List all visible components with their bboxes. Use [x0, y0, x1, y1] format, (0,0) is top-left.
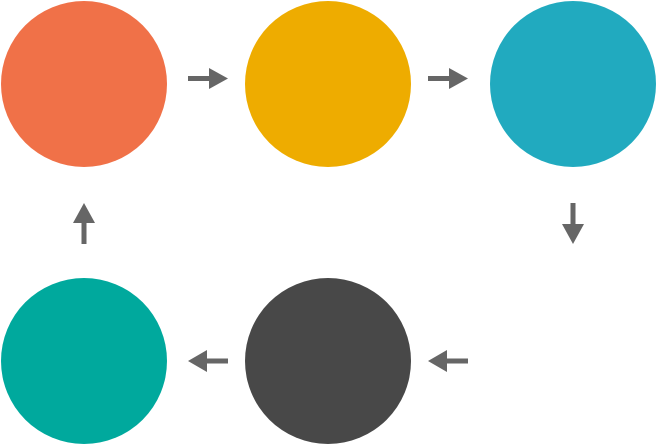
arrow-right-icon: [188, 68, 228, 89]
arrow-down-icon: [562, 203, 584, 244]
node-4-circle: [245, 278, 411, 444]
node-3-circle: [490, 1, 656, 167]
arrow-right-icon: [428, 68, 468, 89]
node-5-circle: [1, 278, 167, 444]
node-2-circle: [245, 1, 411, 167]
node-1-circle: [1, 1, 167, 167]
arrow-up-icon: [73, 203, 95, 244]
arrow-left-icon: [428, 350, 468, 372]
arrow-left-icon: [188, 350, 228, 372]
